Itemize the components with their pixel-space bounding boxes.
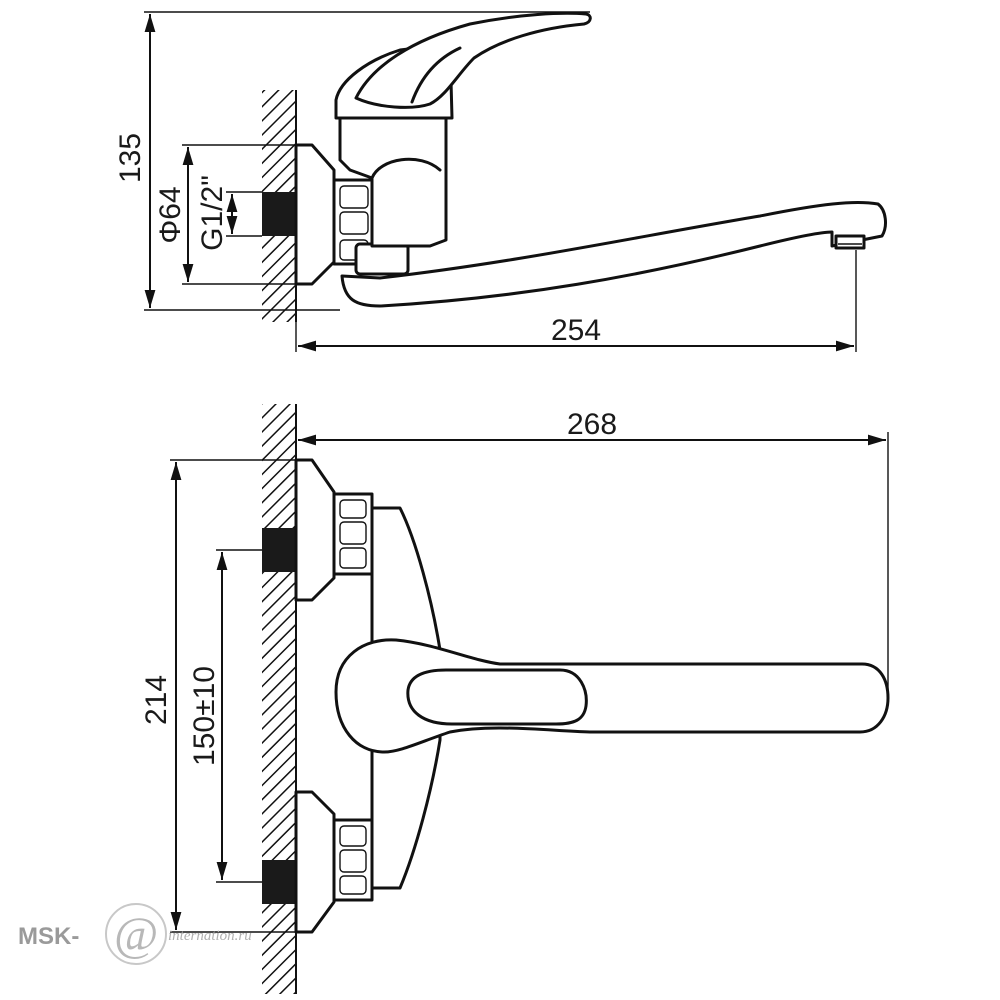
mixer-body-cutout bbox=[370, 157, 442, 180]
dim-thread-label: G1/2" bbox=[196, 175, 229, 251]
dim-height-135: 135 bbox=[114, 11, 590, 311]
watermark-brand: MSK- bbox=[18, 923, 79, 950]
wall-section-front bbox=[262, 404, 297, 994]
connection-nut-side bbox=[332, 178, 374, 266]
lever-handle-groove bbox=[410, 46, 462, 104]
lower-nut-side bbox=[354, 242, 410, 276]
dim-overall-height-214: 214 bbox=[140, 459, 300, 933]
front-view: 268 214 150±10 bbox=[140, 404, 890, 994]
nut-top-front bbox=[332, 492, 374, 576]
pipe-insert-side bbox=[262, 192, 296, 236]
dim-overall-width-268: 268 bbox=[298, 408, 889, 690]
dim-spout-reach-label: 254 bbox=[551, 314, 601, 347]
flange-top-front bbox=[294, 458, 336, 602]
pipe-insert-top bbox=[262, 528, 296, 572]
dim-overall-width-label: 268 bbox=[567, 408, 617, 441]
watermark-at: @ bbox=[114, 908, 158, 961]
flange-bottom-front bbox=[294, 790, 336, 934]
mixer-body-side bbox=[338, 116, 448, 248]
dim-center-distance-label: 150±10 bbox=[188, 666, 221, 766]
nut-bottom-front bbox=[332, 818, 374, 902]
wall-flange-side bbox=[294, 143, 336, 286]
lever-handle-side bbox=[354, 11, 592, 109]
watermark-suffix: internation.ru bbox=[168, 928, 252, 944]
watermark: MSK- @ internation.ru bbox=[18, 903, 252, 965]
dim-thread: G1/2" bbox=[196, 175, 262, 251]
watermark-circle bbox=[105, 903, 167, 965]
dim-flange-diameter-label: Φ64 bbox=[154, 186, 187, 243]
dim-flange-diameter: Φ64 bbox=[154, 144, 300, 285]
dim-center-distance: 150±10 bbox=[188, 549, 262, 883]
dim-height-label: 135 bbox=[114, 133, 147, 183]
aerator-side bbox=[834, 234, 866, 250]
pipe-insert-bottom bbox=[262, 860, 296, 904]
dim-overall-height-label: 214 bbox=[140, 675, 173, 725]
dim-spout-reach-254: 254 bbox=[295, 250, 857, 352]
side-view: 135 Φ64 G1/2" 254 bbox=[114, 11, 887, 352]
lever-handle-inset bbox=[406, 668, 588, 726]
spout-side bbox=[340, 201, 887, 308]
